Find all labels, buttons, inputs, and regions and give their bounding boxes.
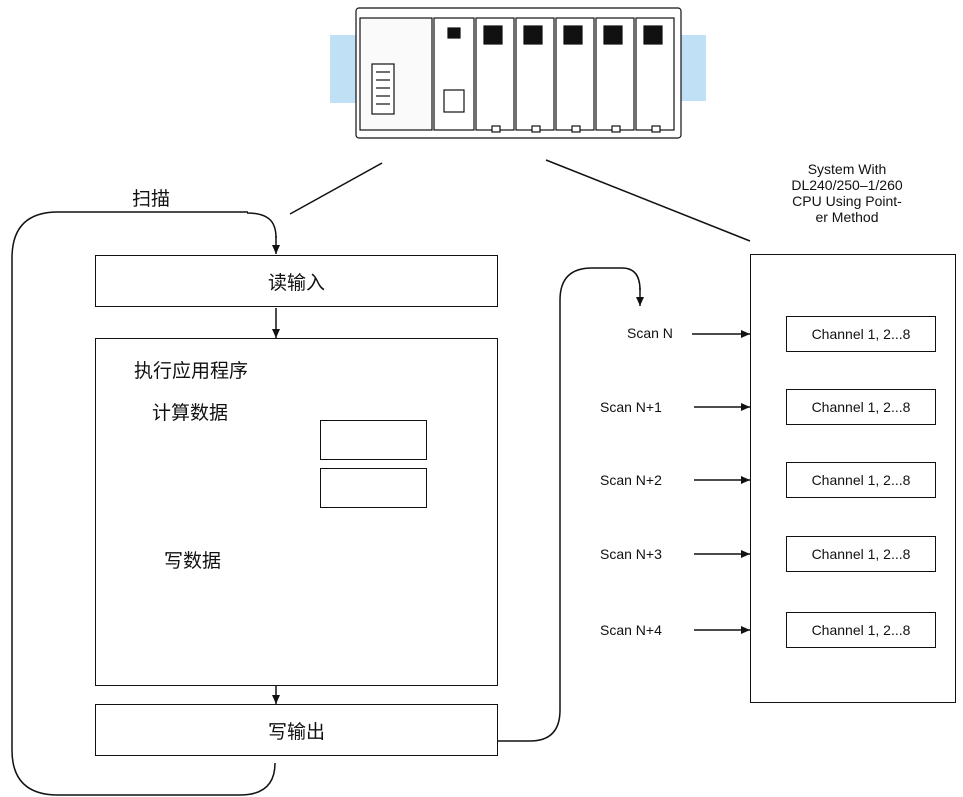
- write-outputs-label: 写输出: [267, 720, 325, 743]
- view-line-right: [545, 159, 751, 242]
- program-box: [95, 338, 498, 686]
- compute-output-box-2: [320, 468, 427, 508]
- output-curve: [498, 267, 641, 742]
- scan-label-3: Scan N+3: [600, 546, 662, 562]
- channel-label: Channel 1, 2...8: [811, 546, 911, 562]
- scan-label-4: Scan N+4: [600, 622, 662, 638]
- system-description-line: er Method: [815, 209, 879, 225]
- read-inputs-label: 读输入: [267, 271, 325, 294]
- write-data-label: 写数据: [164, 550, 222, 572]
- system-description: System With DL240/250–1/260 CPU Using Po…: [772, 161, 922, 225]
- system-description-line: System With: [807, 161, 887, 177]
- view-line-left: [289, 162, 383, 215]
- program-title: 执行应用程序: [134, 360, 249, 382]
- system-description-line: CPU Using Point-: [792, 193, 902, 209]
- calc-data-label: 计算数据: [152, 402, 229, 424]
- channel-label: Channel 1, 2...8: [811, 472, 911, 488]
- compute-output-box-1: [320, 420, 427, 460]
- channel-label: Channel 1, 2...8: [811, 399, 911, 415]
- channel-box-2: Channel 1, 2...8: [786, 462, 936, 498]
- scan-label-2: Scan N+2: [600, 472, 662, 488]
- scan-label-1: Scan N+1: [600, 399, 662, 415]
- scan-loop-line: [11, 211, 277, 796]
- write-outputs-box: 写输出: [95, 704, 498, 756]
- channel-box-1: Channel 1, 2...8: [786, 389, 936, 425]
- channel-box-4: Channel 1, 2...8: [786, 612, 936, 648]
- scan-label: 扫描: [132, 188, 171, 210]
- channel-label: Channel 1, 2...8: [811, 326, 911, 342]
- channel-box-0: Channel 1, 2...8: [786, 316, 936, 352]
- channel-label: Channel 1, 2...8: [811, 622, 911, 638]
- plc-rack-illustration: [330, 7, 706, 139]
- read-inputs-box: 读输入: [95, 255, 498, 307]
- channel-box-3: Channel 1, 2...8: [786, 536, 936, 572]
- scan-label-0: Scan N: [627, 325, 673, 341]
- system-description-line: DL240/250–1/260: [791, 177, 903, 193]
